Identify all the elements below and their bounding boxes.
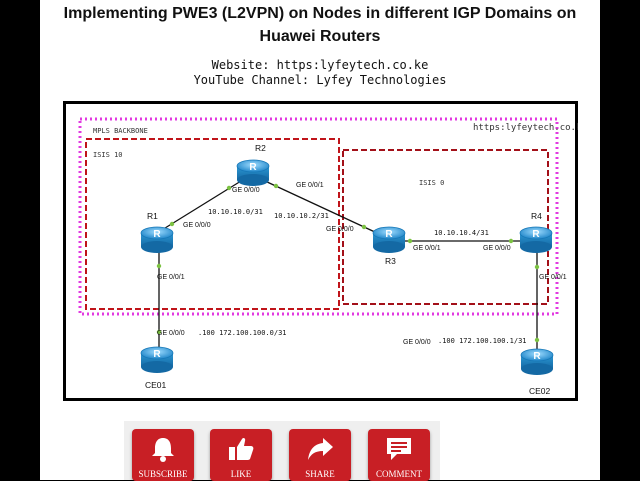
node-label-ce01: CE01 (145, 380, 167, 390)
social-buttons-bar: SUBSCRIBE LIKE SHARE COMMENT (124, 421, 440, 481)
port-dot-r2-r1 (226, 185, 232, 191)
subnet-label-r2-r3: 10.10.10.2/31 (274, 212, 329, 220)
port-dot-r3-r2 (361, 224, 367, 230)
router-ce01-glyph: R (153, 349, 161, 360)
isis10-label: ISIS 10 (93, 151, 123, 159)
comment-button[interactable]: COMMENT (368, 429, 430, 481)
iface-label-r3-r2: GE 0/0/0 (326, 226, 354, 233)
iface-label-r2-r1: GE 0/0/0 (232, 187, 260, 194)
router-r1-glyph: R (153, 229, 161, 240)
mpls-backbone-boundary (78, 117, 559, 316)
subnet-label-r3-r4: 10.10.10.4/31 (434, 229, 489, 237)
iface-label-ce02-r4: GE 0/0/0 (403, 339, 431, 346)
isis0-label: ISIS 0 (419, 179, 444, 187)
like-button[interactable]: LIKE (210, 429, 272, 481)
router-ce02[interactable]: R (520, 348, 554, 376)
iface-label-r4-ce02: GE 0/0/1 (539, 274, 567, 281)
port-dot-r4-ce02 (534, 264, 540, 270)
router-r3-glyph: R (385, 229, 393, 240)
router-r3[interactable]: R (372, 226, 406, 254)
page-title: Implementing PWE3 (L2VPN) on Nodes in di… (63, 5, 577, 22)
mpls-backbone-label: MPLS BACKBONE (93, 127, 148, 135)
video-frame: Implementing PWE3 (L2VPN) on Nodes in di… (40, 0, 600, 480)
comment-label: COMMENT (375, 469, 422, 479)
port-dot-ce01-r1 (156, 329, 162, 335)
iface-label-r3-r4: GE 0/0/1 (413, 245, 441, 252)
network-topology-diagram: https:lyfeytech.co.ke MPLS BACKBONE ISIS… (63, 101, 578, 401)
youtube-channel-text: YouTube Channel: Lyfey Technologies (193, 73, 447, 87)
subnet-label-r4-ce02: .100 172.100.100.1/31 (438, 337, 527, 345)
share-label: SHARE (305, 469, 335, 479)
node-label-r2: R2 (255, 143, 266, 153)
router-r1[interactable]: R (140, 226, 174, 254)
port-dot-r1-r2 (169, 221, 175, 227)
bell-icon (152, 438, 174, 462)
iface-label-r1-r2: GE 0/0/0 (183, 222, 211, 229)
watermark-text: https:lyfeytech.co.ke (473, 123, 578, 133)
like-label: LIKE (230, 469, 252, 479)
comment-bubble-icon (387, 438, 411, 460)
share-arrow-icon (308, 438, 333, 460)
router-r4[interactable]: R (519, 226, 553, 254)
subscribe-label: SUBSCRIBE (138, 469, 188, 479)
router-r4-glyph: R (532, 229, 540, 240)
router-r2-glyph: R (249, 162, 257, 173)
iface-label-r2-r3: GE 0/0/1 (296, 182, 324, 189)
iface-label-r4-r3: GE 0/0/0 (483, 245, 511, 252)
port-dot-r1-ce01 (156, 263, 162, 269)
router-ce01[interactable]: R (140, 346, 174, 374)
link-r2-r3 (264, 180, 378, 234)
iface-label-ce01-r1: GE 0/0/0 (157, 330, 185, 337)
port-dot-r2-r3 (273, 183, 279, 189)
router-r2[interactable]: R (236, 159, 270, 187)
iface-label-r1-ce01: GE 0/0/1 (157, 274, 185, 281)
node-label-r4: R4 (531, 211, 542, 221)
node-label-ce02: CE02 (529, 386, 551, 396)
subnet-label-r1-r2: 10.10.10.0/31 (208, 208, 263, 216)
node-label-r3: R3 (385, 256, 396, 266)
port-dot-r4-r3 (508, 238, 514, 244)
port-dot-ce02-r4 (534, 337, 540, 343)
isis0-domain-boundary (342, 149, 549, 305)
subnet-label-r1-ce01: .100 172.100.100.0/31 (198, 329, 287, 337)
subscribe-button[interactable]: SUBSCRIBE (132, 429, 194, 481)
port-dot-r3-r4 (407, 238, 413, 244)
share-button[interactable]: SHARE (289, 429, 351, 481)
website-text: Website: https:lyfeytech.co.ke (211, 58, 429, 72)
thumbs-up-icon (229, 437, 254, 460)
page-title-line2: Huawei Routers (259, 28, 381, 45)
router-ce02-glyph: R (533, 351, 541, 362)
isis10-domain-boundary (85, 138, 340, 310)
node-label-r1: R1 (147, 211, 158, 221)
